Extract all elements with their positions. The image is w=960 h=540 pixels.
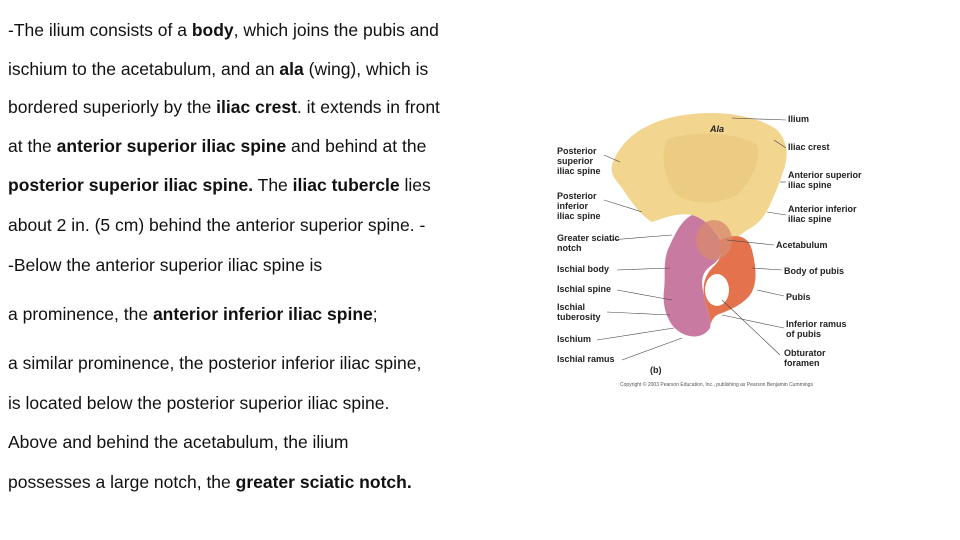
label-line: Iliac crest	[788, 142, 830, 152]
bold-term: iliac crest	[216, 97, 297, 117]
text-run: at the	[8, 136, 57, 156]
text-line-1: -The ilium consists of a body, which joi…	[8, 20, 439, 41]
text-line-12: possesses a large notch, the greater sci…	[8, 472, 412, 493]
text-run: about 2 in. (5 cm) behind the anterior s…	[8, 215, 426, 235]
acetabulum-shape	[696, 220, 732, 260]
label-iliac-crest: Iliac crest	[788, 142, 830, 152]
text-line-8: a prominence, the anterior inferior ilia…	[8, 304, 378, 325]
text-run: (wing), which is	[303, 59, 429, 79]
label-ilium: Ilium	[788, 114, 809, 124]
text-run: Above and behind the acetabulum, the ili…	[8, 432, 349, 452]
label-line: Obturator	[784, 348, 826, 358]
label-line: Posterior	[557, 146, 597, 156]
text-run: ;	[372, 304, 378, 324]
bold-term: posterior superior iliac spine.	[8, 175, 254, 195]
ala-label: Ala	[709, 124, 724, 134]
ilium-fossa	[663, 133, 759, 203]
label-line: Inferior ramus	[786, 319, 847, 329]
text-run: is located below the posterior superior …	[8, 393, 390, 413]
bold-term: anterior superior iliac spine	[56, 136, 287, 156]
text-run: possesses a large notch, the	[8, 472, 236, 492]
label-line: Ischial ramus	[557, 354, 615, 364]
label-body-of-pubis: Body of pubis	[784, 266, 844, 276]
label-ischial-spine: Ischial spine	[557, 284, 611, 294]
label-line: Posterior	[557, 191, 597, 201]
label-line: Body of pubis	[784, 266, 844, 276]
obturator-foramen-shape	[705, 274, 729, 306]
text-line-7: -Below the anterior superior iliac spine…	[8, 255, 322, 276]
right-leader-lines	[721, 117, 787, 356]
text-run: ischium to the acetabulum, and an	[8, 59, 280, 79]
text-run: . it extends in front	[296, 97, 440, 117]
label-line: tuberosity	[557, 312, 601, 322]
text-line-5: posterior superior iliac spine. The ilia…	[8, 175, 431, 196]
copyright-text: Copyright © 2003 Pearson Education, Inc.…	[620, 381, 813, 388]
left-leader-lines	[596, 154, 683, 361]
label-line: Ischium	[557, 334, 591, 344]
text-run: a similar prominence, the posterior infe…	[8, 353, 422, 373]
label-ischial-body: Ischial body	[557, 264, 609, 274]
text-line-2: ischium to the acetabulum, and an ala (w…	[8, 59, 428, 80]
bold-term: iliac tubercle	[292, 175, 400, 195]
label-line: Ischial spine	[557, 284, 611, 294]
label-line: iliac spine	[788, 214, 832, 224]
label-ischium: Ischium	[557, 334, 591, 344]
text-line-10: is located below the posterior superior …	[8, 393, 389, 414]
text-line-11: Above and behind the acetabulum, the ili…	[8, 432, 349, 453]
label-line: Anterior superior	[788, 170, 862, 180]
label-line: Ilium	[788, 114, 809, 124]
label-line: iliac spine	[557, 211, 601, 221]
text-run: The	[253, 175, 293, 195]
text-run: lies	[399, 175, 431, 195]
text-run: bordered superiorly by the	[8, 97, 217, 117]
panel-label: (b)	[650, 365, 662, 375]
label-line: Ischial	[557, 302, 585, 312]
label-line: Greater sciatic	[557, 233, 620, 243]
text-run: -The ilium consists of a	[8, 20, 192, 40]
bold-term: ala	[279, 59, 304, 79]
label-line: iliac spine	[788, 180, 832, 190]
label-pubis: Pubis	[786, 292, 811, 302]
text-run: -Below the anterior superior iliac spine…	[8, 255, 323, 275]
text-run: and behind at the	[286, 136, 427, 156]
label-line: of pubis	[786, 329, 821, 339]
text-line-4: at the anterior superior iliac spine and…	[8, 136, 426, 157]
label-line: foramen	[784, 358, 820, 368]
label-ischial-ramus: Ischial ramus	[557, 354, 615, 364]
label-line: Pubis	[786, 292, 811, 302]
text-line-3: bordered superiorly by the iliac crest. …	[8, 97, 440, 118]
label-acetabulum: Acetabulum	[776, 240, 828, 250]
text-line-9: a similar prominence, the posterior infe…	[8, 353, 421, 374]
label-line: Anterior inferior	[788, 204, 857, 214]
label-line: iliac spine	[557, 166, 601, 176]
bold-term: body	[191, 20, 234, 40]
text-line-6: about 2 in. (5 cm) behind the anterior s…	[8, 215, 425, 236]
label-line: Ischial body	[557, 264, 609, 274]
bold-term: anterior inferior iliac spine	[152, 304, 373, 324]
label-line: notch	[557, 243, 582, 253]
label-line: inferior	[557, 201, 589, 211]
text-run: a prominence, the	[8, 304, 153, 324]
label-line: superior	[557, 156, 594, 166]
text-run: , which joins the pubis and	[233, 20, 439, 40]
bold-term: greater sciatic notch.	[235, 472, 412, 492]
label-line: Acetabulum	[776, 240, 828, 250]
